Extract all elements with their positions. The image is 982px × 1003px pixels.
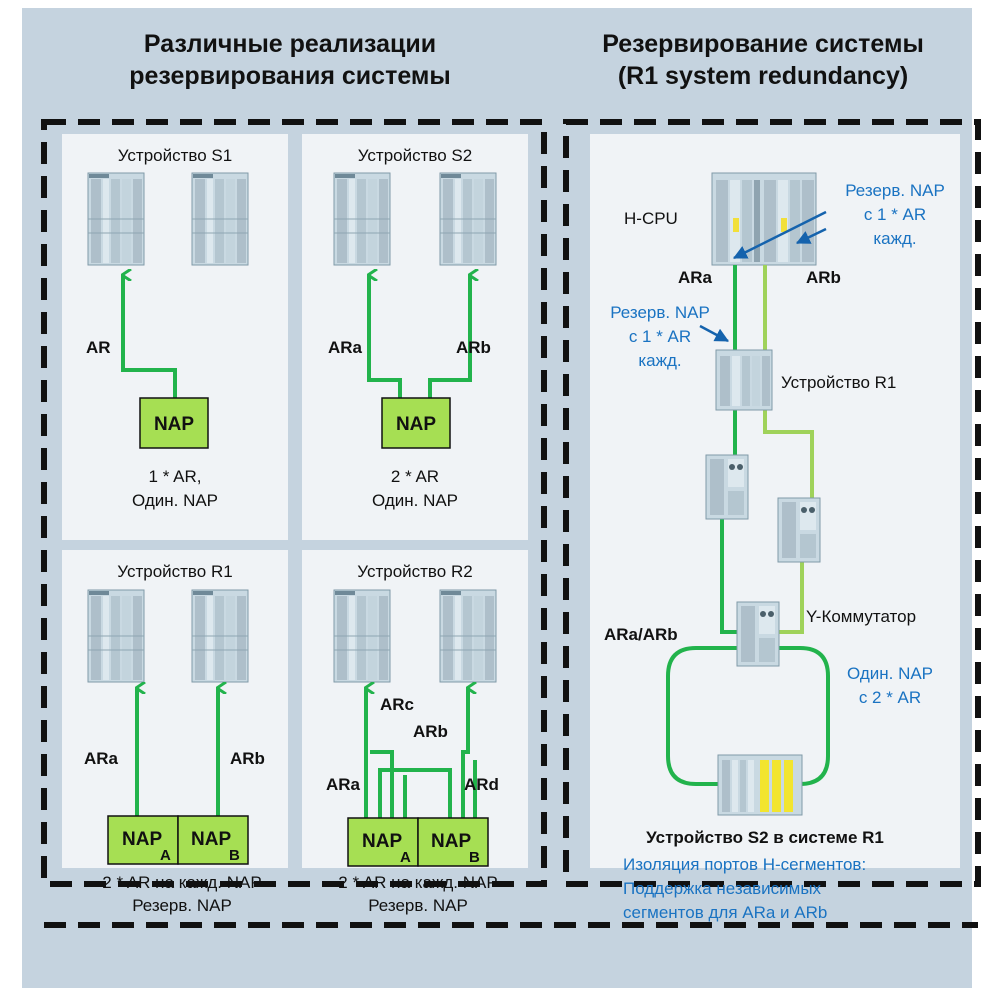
s1-caption-line1: 1 * AR, (149, 467, 202, 486)
single-nap-line1: Один. NAP (847, 664, 933, 683)
controller-rack-icon (87, 589, 145, 683)
controller-rack-icon (87, 172, 145, 266)
r1-nap-a-label: NAP (122, 829, 162, 850)
arb-uplink-line (763, 265, 814, 498)
s2-nap-label: NAP (396, 414, 436, 435)
s2-nap-box (381, 397, 451, 449)
right-arb-label: ARb (806, 268, 841, 287)
s2-arb-label: ARb (456, 338, 491, 357)
r1-caption-line2: Резерв. NAP (132, 896, 232, 915)
single-nap-line2: с 2 * AR (859, 688, 921, 707)
r2-ara-label: ARa (326, 775, 361, 794)
note-top-line2: с 1 * AR (864, 205, 926, 224)
note-top-line1: Резерв. NAP (845, 181, 945, 200)
arb-connection-line (428, 275, 470, 398)
s2-caption-line2: Один. NAP (372, 491, 458, 510)
r2-arb-line (461, 688, 468, 818)
r2-nap-b-box (417, 817, 489, 867)
r2-ara-link (370, 750, 394, 818)
device-s2-r1-icon (717, 754, 803, 816)
controller-rack-icon (439, 172, 497, 266)
r2-ard-label: ARd (464, 775, 499, 794)
y-switch-label: Y-Коммутатор (806, 607, 916, 626)
panel-s2-title: Устройство S2 (358, 146, 472, 165)
note-top-arrow-a (732, 210, 827, 260)
s1-caption-line2: Один. NAP (132, 491, 218, 510)
right-title-line1: Резервирование системы (602, 30, 924, 58)
r2-nap-b-sub: B (469, 849, 480, 866)
left-title-line2: резервирования системы (129, 62, 451, 90)
right-title-line2: (R1 system redundancy) (618, 62, 908, 90)
r2-caption-line2: Резерв. NAP (368, 896, 468, 915)
r2-nap-a-sub: A (400, 849, 411, 866)
ara-link-switch (720, 515, 740, 634)
r2-arb-label: ARb (413, 722, 448, 741)
panel-s1-title: Устройство S1 (118, 146, 232, 165)
r2-arc-label: ARc (380, 695, 414, 714)
h-cpu-icon (711, 172, 817, 266)
s2-in-r1-label: Устройство S2 в системе R1 (646, 828, 884, 847)
ring-left-line (666, 646, 740, 786)
switch-a-icon (705, 454, 749, 520)
r1-nap-b-sub: B (229, 847, 240, 864)
s2-caption-line1: 2 * AR (391, 467, 439, 486)
panel-r1-title: Устройство R1 (117, 562, 232, 581)
s2-ara-label: ARa (328, 338, 363, 357)
h-cpu-label: H-CPU (624, 209, 678, 228)
r2-nap-a-label: NAP (362, 831, 402, 852)
device-r1-label: Устройство R1 (781, 373, 896, 392)
r2-ara-line (378, 768, 452, 818)
r1-ara-label: ARa (84, 749, 119, 768)
r2-nap-a-box (347, 817, 419, 867)
controller-rack-icon (191, 589, 249, 683)
ara-arb-label: ARa/ARb (604, 625, 678, 644)
ar-connection-line (121, 275, 177, 398)
r1-nap-a-sub: A (160, 847, 171, 864)
controller-rack-icon (439, 589, 497, 683)
r1-nap-a-box (107, 815, 179, 865)
panel-r2-title: Устройство R2 (357, 562, 472, 581)
r1-nap-b-box (177, 815, 249, 865)
r2-caption-line1: 2 * AR на кажд. NAP (338, 873, 497, 892)
arb-link-switch (778, 562, 804, 634)
controller-rack-icon (333, 589, 391, 683)
device-r1-icon (715, 349, 773, 411)
footer-line3: сегментов для ARa и ARb (623, 903, 827, 922)
r1-nap-b-label: NAP (191, 829, 231, 850)
r2-nap-b-label: NAP (431, 831, 471, 852)
r1-caption-line1: 2 * AR на кажд. NAP (102, 873, 261, 892)
s1-nap-label: NAP (154, 414, 194, 435)
note-mid-line3: кажд. (638, 351, 681, 370)
r1-arb-label: ARb (230, 749, 265, 768)
note-mid-line1: Резерв. NAP (610, 303, 710, 322)
right-ara-label: ARa (678, 268, 713, 287)
ara-connection-line (367, 275, 402, 398)
left-dashed-frame (41, 119, 547, 887)
y-switch-icon (736, 601, 780, 667)
note-top-arrow-b (795, 227, 827, 245)
controller-rack-icon (333, 172, 391, 266)
left-title-line1: Различные реализации (144, 30, 436, 58)
s1-ar-label: AR (86, 338, 111, 357)
footer-line2: Поддержка независимых (623, 879, 822, 898)
note-top-line3: кажд. (873, 229, 916, 248)
footer-line1: Изоляция портов H-сегментов: (623, 855, 866, 874)
s1-nap-box (139, 397, 209, 449)
note-mid-arrow (699, 324, 730, 343)
switch-b-icon (777, 497, 821, 563)
ring-right-line (778, 646, 830, 786)
right-dashed-frame (563, 119, 981, 887)
note-mid-line2: с 1 * AR (629, 327, 691, 346)
controller-rack-icon (191, 172, 249, 266)
